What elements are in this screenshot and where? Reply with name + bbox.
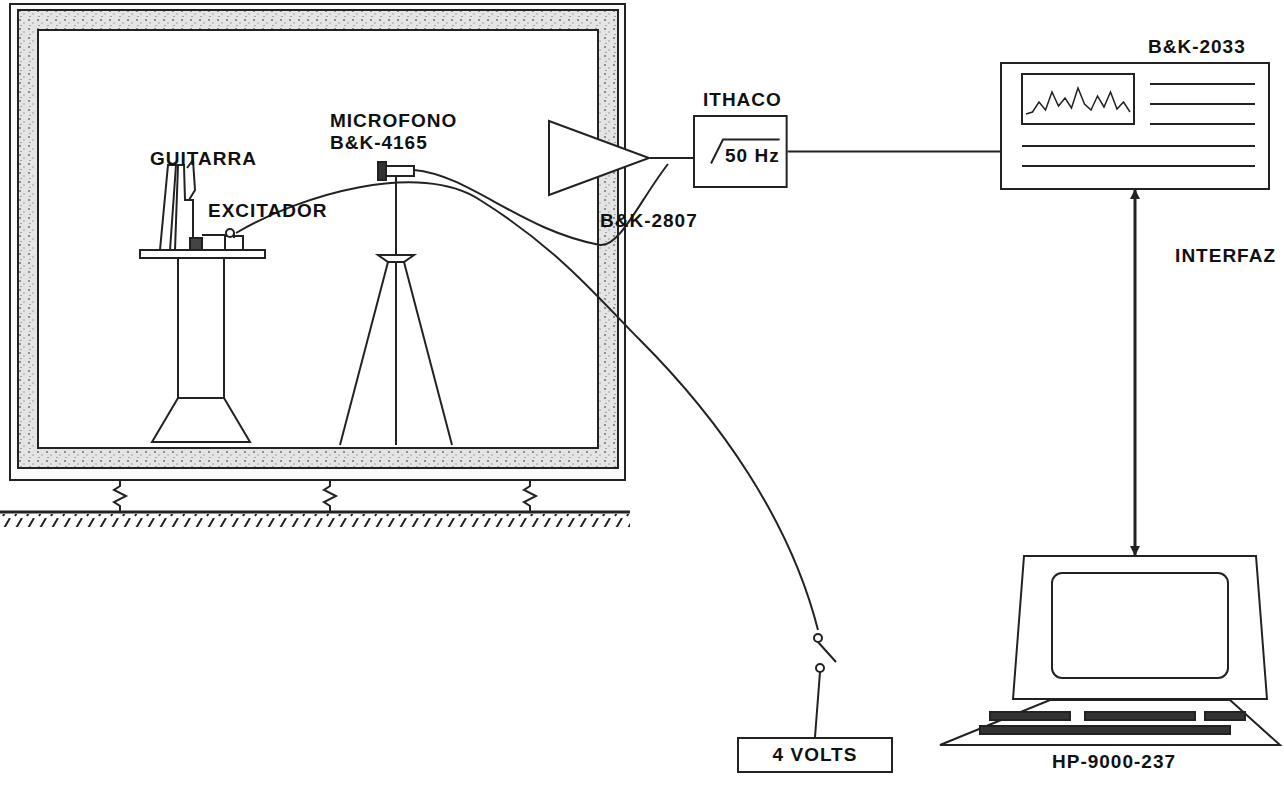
node-label: B&K-2807 [600, 210, 698, 232]
node-label: ITHACO [703, 89, 782, 111]
part-label: MICROFONO B&K-4165 [330, 110, 450, 154]
filter-box: ITHACO50 Hz [693, 115, 788, 188]
wires [236, 164, 836, 737]
node-label: HP-9000-237 [1052, 751, 1176, 773]
ground [0, 512, 630, 527]
analyzer-outline [1000, 62, 1270, 190]
guitar-stand [140, 236, 265, 442]
anechoic-chamber [10, 4, 625, 480]
amplifier-outline [548, 120, 650, 196]
node-label: 4 VOLTS [773, 744, 858, 766]
computer-keyboard [940, 700, 1280, 745]
power-supply-box: 4 VOLTS [737, 737, 893, 773]
microphone-tripod [340, 162, 452, 445]
exciter [202, 229, 234, 238]
connector [788, 151, 1000, 153]
analyzer: B&K-2033 [1000, 62, 1270, 190]
node-label: 50 Hz [725, 145, 780, 167]
node-label: B&K-2033 [1148, 36, 1246, 58]
computer-monitor-outline [1012, 555, 1268, 700]
springs [114, 480, 536, 512]
part-label: EXCITADOR [208, 200, 327, 222]
edge-label: INTERFAZ [1173, 245, 1278, 267]
part-label: GUITARRA [150, 148, 257, 170]
connector [650, 157, 693, 159]
computer-monitor: HP-9000-237 [1012, 555, 1268, 700]
guitar [160, 160, 202, 250]
amplifier: B&K-2807 [548, 120, 650, 196]
connector [1134, 190, 1137, 555]
